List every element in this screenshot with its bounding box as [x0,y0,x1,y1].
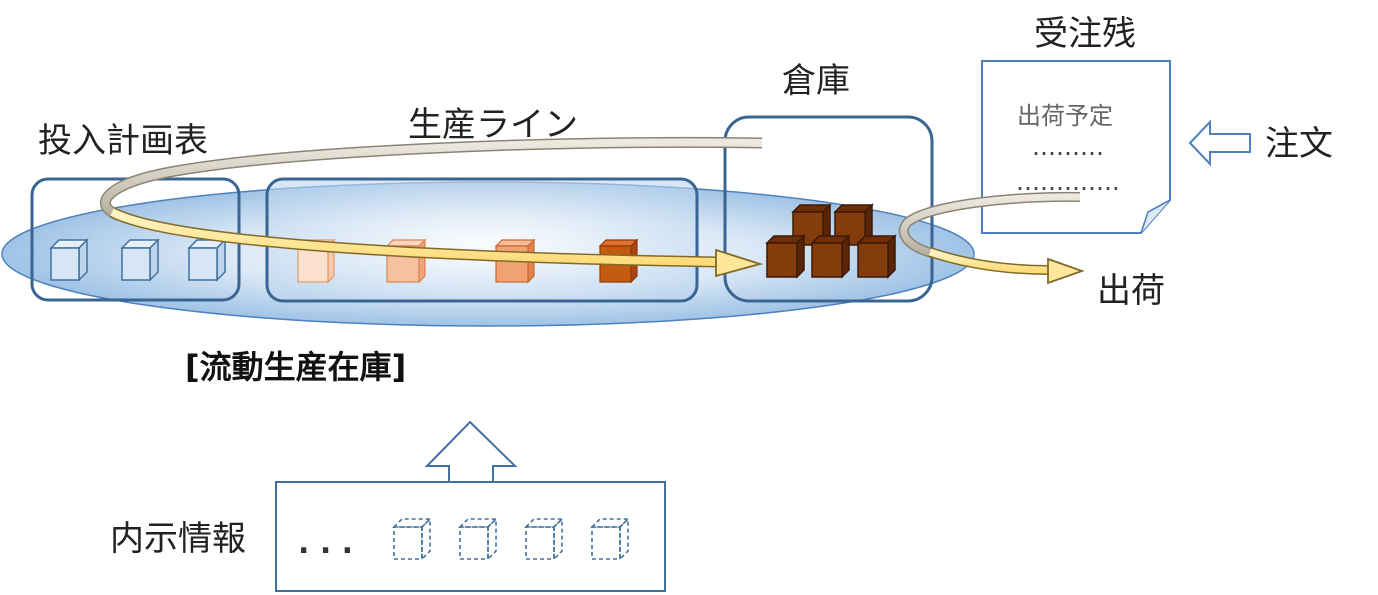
directive-up-arrow [424,420,518,483]
plan-table-label: 投入計画表 [38,121,208,161]
directive-dots: . . . [298,526,353,561]
order-label: 注文 [1265,124,1333,164]
warehouse-label: 倉庫 [782,61,850,101]
warehouse-stock-icon [765,203,897,279]
order-doc-line: ……… [1032,133,1104,161]
plan-cube-icon [121,239,159,281]
shipment-label: 出荷 [1097,271,1165,311]
order-doc-title: 出荷予定 [1017,102,1113,130]
directive-info-box [275,481,666,592]
production-line-label: 生産ライン [408,105,578,145]
order-doc-line: …………. [1016,168,1120,196]
shipment-arrow-head [1047,257,1085,285]
order-backlog-label: 受注残 [1034,14,1136,54]
flow-inventory-label: [流動生産在庫] [185,348,406,386]
plan-cube-icon [50,239,88,281]
order-arrow-icon [1188,119,1251,167]
directive-info-label: 内示情報 [110,519,246,559]
flow-arrow-head [715,248,764,278]
plan-cube-icon [188,239,226,281]
